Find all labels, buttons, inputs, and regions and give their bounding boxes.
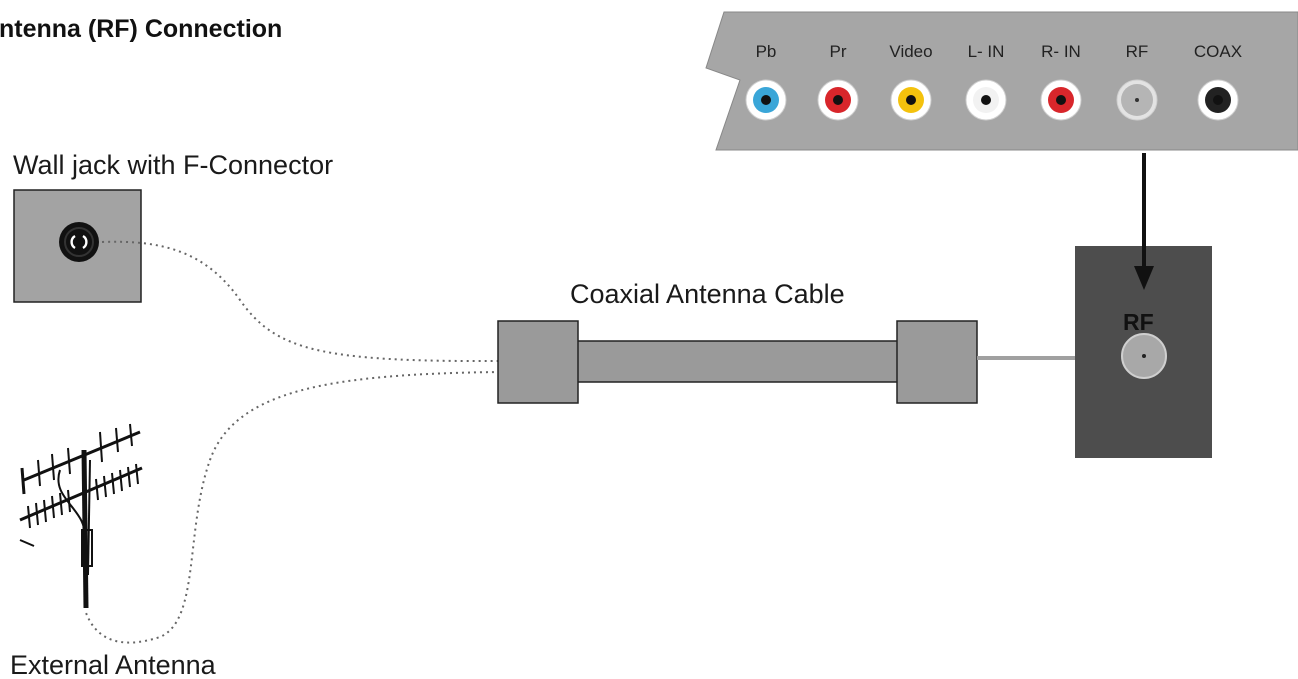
wall-jack — [13, 189, 142, 303]
wall-jack-label: Wall jack with F-Connector — [13, 150, 333, 180]
port-jack-center — [1056, 95, 1066, 105]
diagram-title: ntenna (RF) Connection — [0, 15, 282, 43]
port-label: RF — [1126, 42, 1149, 61]
coaxial-cable-label: Coaxial Antenna Cable — [570, 279, 845, 309]
rf-input-label: RF — [1123, 309, 1154, 335]
f-connector-ring — [64, 227, 94, 257]
port-label: Pr — [830, 42, 847, 61]
cable-right-connector — [896, 320, 978, 404]
cable-body — [574, 340, 900, 383]
port-jack-center — [1135, 98, 1139, 102]
port-jack-center — [833, 95, 843, 105]
coaxial-antenna-cable — [497, 320, 978, 404]
port-jack-center — [761, 95, 771, 105]
external-antenna-label: External Antenna — [10, 650, 217, 679]
f-connector-opening-icon — [70, 234, 88, 250]
rear-panel: Pb Pr Video L- IN R- IN RF COAX — [705, 11, 1298, 151]
port-jack-center — [1213, 95, 1223, 105]
port-label: L- IN — [968, 42, 1005, 61]
external-antenna-icon — [19, 423, 143, 609]
rear-panel-body — [705, 11, 1298, 151]
port-jack-center — [981, 95, 991, 105]
port-label: Video — [889, 42, 932, 61]
antenna-dotted-link — [84, 371, 501, 644]
port-label: R- IN — [1041, 42, 1081, 61]
panel-to-device-arrow — [1134, 153, 1154, 290]
cable-left-connector — [497, 320, 579, 404]
wall-jack-dotted-link — [101, 240, 501, 363]
port-jack-center — [906, 95, 916, 105]
port-label: COAX — [1194, 42, 1242, 61]
panel-ports: Pb Pr Video L- IN R- IN RF COAX — [745, 42, 1242, 121]
port-label: Pb — [756, 42, 777, 61]
rf-socket-pin — [1142, 354, 1146, 358]
arrow-head-icon — [1134, 266, 1154, 290]
